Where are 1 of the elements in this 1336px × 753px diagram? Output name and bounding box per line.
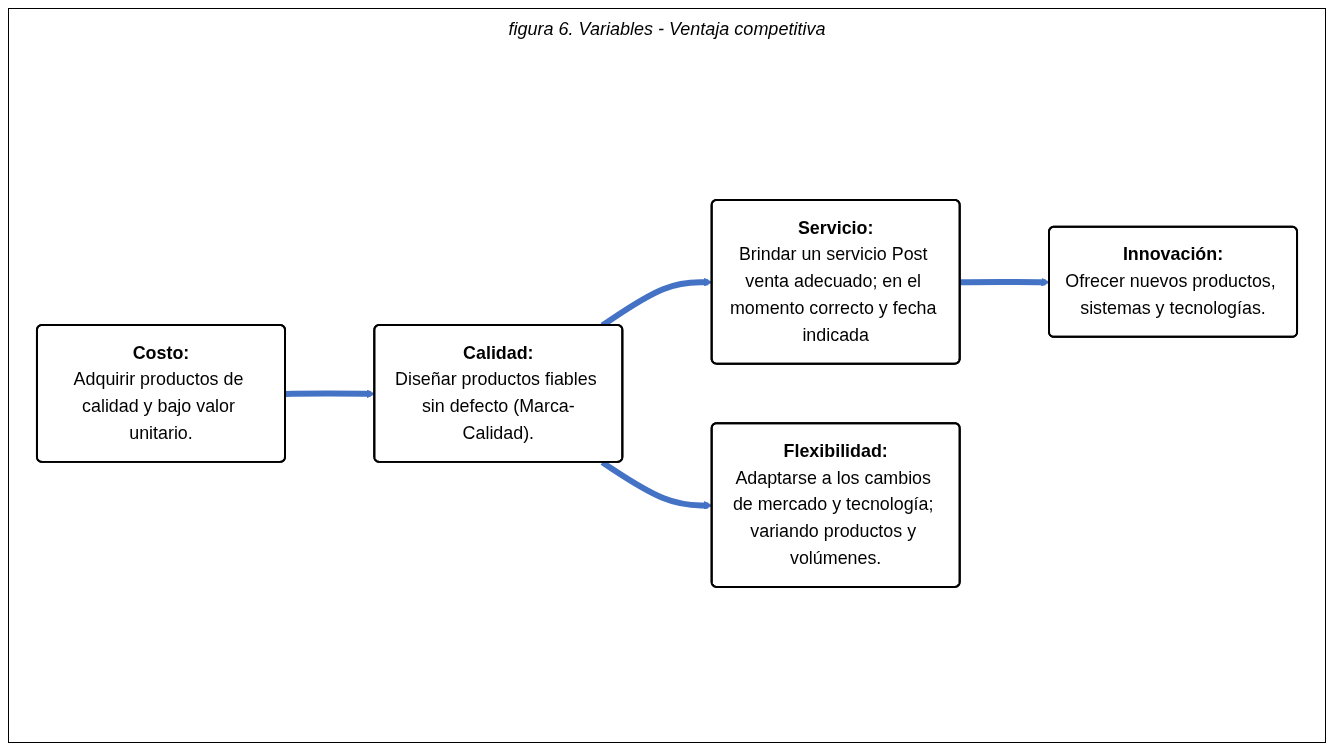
figure-title: figura 6. Variables - Ventaja competitiva <box>507 19 827 40</box>
